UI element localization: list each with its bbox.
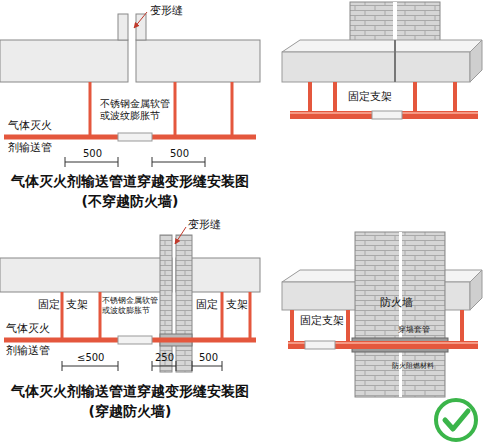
- hanger: [346, 310, 350, 345]
- check-mark: [436, 400, 476, 440]
- part-label: 固定支架: [348, 90, 392, 103]
- caption: 气体灭火剂输送管道穿越变形缝安装图: [0, 382, 260, 400]
- fire-wall: [399, 232, 402, 397]
- fire-wall: [355, 232, 445, 397]
- dimension-line: [152, 366, 176, 367]
- dimension: 500: [170, 148, 189, 160]
- ceiling-slab: [118, 14, 128, 40]
- check-mark: [436, 400, 476, 440]
- dimension-line: [176, 361, 177, 371]
- part-label: 固定: [38, 298, 60, 311]
- leader-line: [175, 227, 186, 244]
- ceiling-slab: [282, 52, 470, 82]
- dimension-line: [222, 361, 223, 371]
- part-label: 不锈钢金属软管 或波纹膨胀节: [102, 296, 160, 316]
- part-label: 穿墙套管: [398, 325, 430, 335]
- flexible-hose: [118, 133, 152, 141]
- hanger: [62, 292, 250, 340]
- masonry-wall: [393, 2, 397, 42]
- fire-wall: [160, 235, 192, 372]
- fire-wall: [176, 235, 192, 372]
- hanger: [90, 82, 232, 137]
- part-label: 不锈钢金属软管 或波纹膨胀节: [100, 98, 172, 122]
- dimension-line: [118, 361, 119, 371]
- hanger: [308, 82, 312, 115]
- dimension-line: [62, 366, 118, 367]
- flexible-hose: [372, 111, 402, 119]
- dimension-line: [205, 157, 206, 167]
- dimension-line: [65, 162, 118, 163]
- flexible-hose: [118, 133, 152, 141]
- hanger: [310, 82, 455, 115]
- dimension-line: [152, 157, 153, 167]
- hanger: [89, 82, 92, 137]
- dimension-line: [152, 162, 205, 163]
- dimension-line: [118, 157, 119, 167]
- part-label: 固定支架: [300, 314, 344, 327]
- leader-line: [134, 12, 147, 28]
- hanger: [413, 82, 417, 115]
- hanger: [61, 292, 64, 340]
- fire-wall: [355, 232, 445, 397]
- hanger: [453, 82, 457, 115]
- part-label: 防火墙: [380, 296, 413, 309]
- ceiling-slab: [0, 258, 172, 292]
- dimension: 250: [155, 352, 174, 364]
- pipe: [288, 341, 478, 349]
- part-label: 防火阻燃材料: [392, 362, 434, 371]
- leader-line: [134, 12, 147, 28]
- flexible-hose: [372, 111, 402, 119]
- hanger: [290, 310, 294, 345]
- joint-label: 变形缝: [188, 218, 221, 231]
- dimension: ≤500: [77, 352, 104, 364]
- ceiling-slab: [0, 14, 260, 82]
- leader-line: [175, 227, 186, 244]
- hanger: [333, 82, 337, 115]
- caption: (不穿越防火墙): [0, 192, 260, 210]
- joint-label: 变形缝: [150, 4, 183, 17]
- ceiling-slab: [0, 40, 128, 82]
- caption: (穿越防火墙): [0, 402, 260, 420]
- fire-wall: [160, 235, 172, 372]
- hanger: [460, 310, 464, 345]
- hanger: [221, 292, 224, 340]
- flexible-hose: [118, 336, 152, 344]
- flexible-hose: [305, 341, 335, 349]
- ceiling-slab: [282, 40, 482, 82]
- ceiling-slab: [0, 258, 260, 292]
- hanger: [99, 292, 102, 340]
- pipe-label: 气体灭火 剂输送管: [8, 115, 56, 159]
- hanger: [249, 292, 252, 340]
- ceiling-slab: [470, 40, 482, 82]
- dimension-line: [192, 361, 193, 371]
- hanger: [174, 82, 177, 137]
- pipe-label: 气体灭火 剂输送管: [6, 318, 54, 362]
- dimension-line: [152, 361, 153, 371]
- dimension-line: [192, 366, 222, 367]
- part-label: 固定: [196, 298, 218, 311]
- hanger: [231, 82, 234, 137]
- masonry-wall: [350, 2, 440, 42]
- dimension: 500: [83, 148, 102, 160]
- check-mark: [445, 411, 468, 429]
- dimension-line: [65, 157, 66, 167]
- ceiling-slab: [282, 40, 482, 52]
- ceiling-slab: [394, 40, 396, 82]
- part-label: 支架: [226, 298, 248, 311]
- ceiling-slab: [470, 270, 482, 310]
- masonry-wall: [350, 2, 440, 42]
- ceiling-slab: [136, 14, 146, 40]
- dimension: 500: [199, 352, 218, 364]
- flexible-hose: [305, 341, 335, 349]
- part-label: 支架: [66, 298, 88, 311]
- flexible-hose: [118, 336, 152, 344]
- dimension-line: [62, 361, 63, 371]
- ceiling-slab: [136, 40, 260, 82]
- caption: 气体灭火剂输送管道穿越变形缝安装图: [0, 172, 260, 190]
- pipe: [290, 111, 478, 119]
